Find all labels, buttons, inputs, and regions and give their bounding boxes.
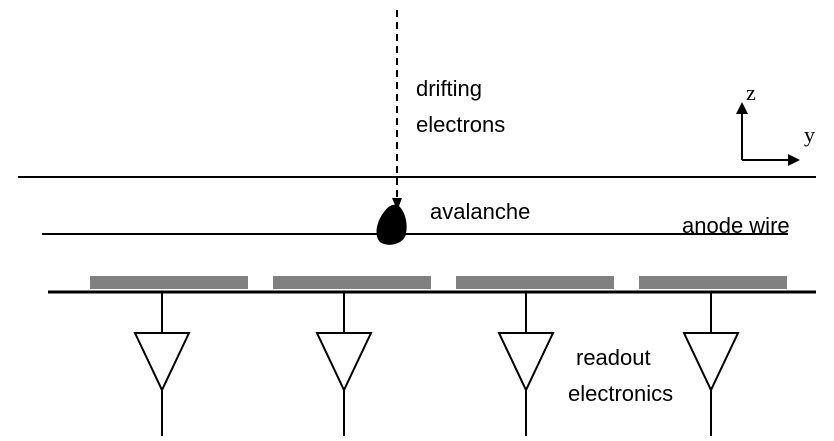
y-axis-label: y <box>804 122 815 147</box>
readout-label: readout <box>576 345 651 370</box>
readout-pad <box>273 276 431 289</box>
amplifier <box>497 292 555 436</box>
coordinate-axes <box>736 102 800 166</box>
y-arrowhead-icon <box>788 154 800 166</box>
anode-wire-label: anode wire <box>682 213 790 238</box>
avalanche-label: avalanche <box>430 199 531 224</box>
electrons-label: electrons <box>416 112 506 137</box>
amplifier <box>315 292 373 436</box>
avalanche-blob <box>376 198 407 245</box>
readout-pad <box>639 276 787 289</box>
amplifier <box>133 292 191 436</box>
z-arrowhead-icon <box>736 102 748 114</box>
amplifier <box>682 292 740 436</box>
readout-pad <box>456 276 614 289</box>
z-axis-label: z <box>746 80 756 105</box>
electronics-label: electronics <box>568 381 674 406</box>
readout-pad <box>90 276 248 289</box>
drifting-label: drifting <box>416 76 483 101</box>
